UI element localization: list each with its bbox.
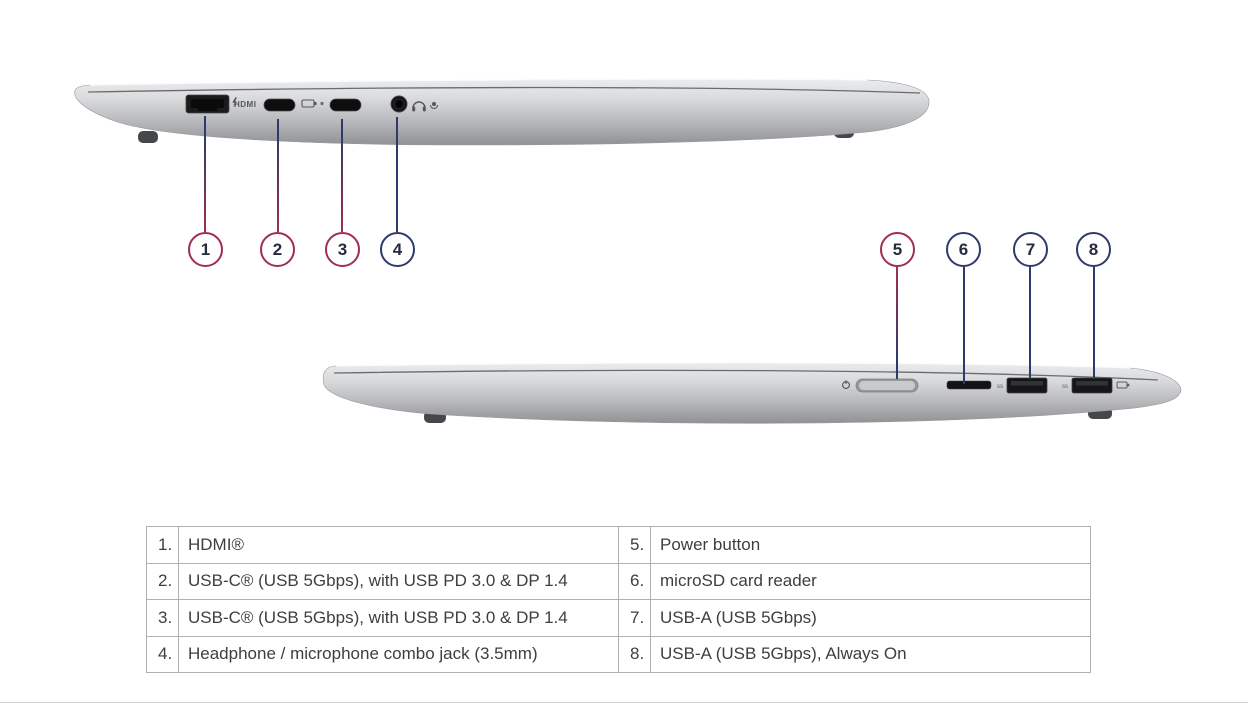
lid-seam <box>87 86 921 94</box>
callout-2: 2 <box>260 232 295 267</box>
callout-line-5 <box>896 267 898 379</box>
table-row: 4. Headphone / microphone combo jack (3.… <box>146 635 1091 673</box>
battery-icon <box>1116 381 1130 389</box>
port-4-description: Headphone / microphone combo jack (3.5mm… <box>178 635 619 673</box>
callout-line-3 <box>341 119 343 232</box>
microsd-slot <box>946 380 992 390</box>
laptop-right-side-view: ss ss <box>322 362 1182 424</box>
callout-2-number: 2 <box>272 240 283 259</box>
port-2-description: USB-C® (USB 5Gbps), with USB PD 3.0 & DP… <box>178 562 619 600</box>
table-row: 1. HDMI® 5. Power button <box>146 526 1091 564</box>
headphone-jack <box>390 95 408 113</box>
callout-1-number: 1 <box>200 240 211 259</box>
lid-highlight <box>335 362 1131 369</box>
port-7-number: 7. <box>618 599 651 637</box>
callout-1: 1 <box>188 232 223 267</box>
callout-3-number: 3 <box>337 240 348 259</box>
lid-seam <box>333 369 1159 381</box>
charging-indicator-icon <box>232 97 324 108</box>
usb-a-port-2: ss <box>1062 377 1113 394</box>
port-7-description: USB-A (USB 5Gbps) <box>650 599 1091 637</box>
callout-line-1 <box>204 116 206 232</box>
svg-text:ss: ss <box>997 384 1003 390</box>
callout-4: 4 <box>380 232 415 267</box>
power-icon <box>842 380 850 389</box>
ports-table: 1. HDMI® 5. Power button 2. USB-C® (USB … <box>146 526 1091 673</box>
callout-5: 5 <box>880 232 915 267</box>
callout-3: 3 <box>325 232 360 267</box>
port-1-description: HDMI® <box>178 526 619 564</box>
usb-c-port-1 <box>263 98 296 112</box>
callout-line-4 <box>396 117 398 232</box>
port-3-description: USB-C® (USB 5Gbps), with USB PD 3.0 & DP… <box>178 599 619 637</box>
bottom-divider <box>0 702 1248 703</box>
callout-8-number: 8 <box>1088 240 1099 259</box>
usb-a-port-1: ss <box>997 377 1048 394</box>
callout-line-6 <box>963 267 965 384</box>
callout-8: 8 <box>1076 232 1111 267</box>
laptop-left-side-view: HDMI <box>74 78 930 146</box>
port-2-number: 2. <box>146 562 179 600</box>
port-8-number: 8. <box>618 635 651 673</box>
port-6-number: 6. <box>618 562 651 600</box>
callout-6-number: 6 <box>958 240 969 259</box>
headset-icon <box>412 101 438 112</box>
svg-text:ss: ss <box>1062 384 1068 390</box>
port-3-number: 3. <box>146 599 179 637</box>
port-5-description: Power button <box>650 526 1091 564</box>
callout-6: 6 <box>946 232 981 267</box>
hdmi-port-label: HDMI <box>234 100 256 109</box>
callout-4-number: 4 <box>392 240 403 259</box>
callout-line-2 <box>277 119 279 232</box>
callout-line-8 <box>1093 267 1095 379</box>
rubber-foot <box>138 131 158 143</box>
port-4-number: 4. <box>146 635 179 673</box>
callout-7-number: 7 <box>1025 240 1036 259</box>
callout-line-7 <box>1029 267 1031 379</box>
port-8-description: USB-A (USB 5Gbps), Always On <box>650 635 1091 673</box>
table-row: 3. USB-C® (USB 5Gbps), with USB PD 3.0 &… <box>146 599 1091 637</box>
callout-7: 7 <box>1013 232 1048 267</box>
port-6-description: microSD card reader <box>650 562 1091 600</box>
hdmi-port <box>185 94 230 114</box>
power-button <box>855 378 919 393</box>
table-row: 2. USB-C® (USB 5Gbps), with USB PD 3.0 &… <box>146 562 1091 600</box>
port-5-number: 5. <box>618 526 651 564</box>
lid-highlight <box>89 78 869 86</box>
port-1-number: 1. <box>146 526 179 564</box>
usb-c-port-2 <box>329 98 362 112</box>
callout-5-number: 5 <box>892 240 903 259</box>
